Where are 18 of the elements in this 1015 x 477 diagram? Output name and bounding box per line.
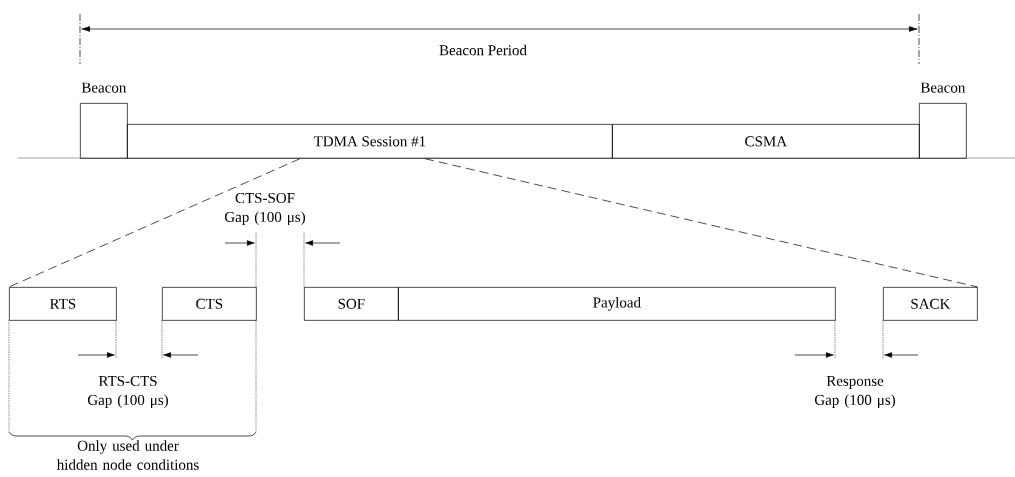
annotation-text: Beacon Period xyxy=(439,44,527,56)
node-label: Beacon xyxy=(920,82,966,93)
annotation-text: RTS-CTS Gap (100 μs) xyxy=(87,375,168,409)
annotation-text: Only used under hidden node conditions xyxy=(56,440,199,470)
frame-box: Payload xyxy=(398,287,836,321)
frame-box: TDMA Session #1 xyxy=(127,124,613,159)
frame-box: CSMA xyxy=(612,124,920,159)
frame-box: RTS xyxy=(9,287,117,321)
beacon-slot: Beacon xyxy=(919,82,967,159)
zoom-line xyxy=(8,158,301,288)
frame-box: CTS xyxy=(162,287,257,321)
beacon-slot: Beacon xyxy=(80,82,128,159)
node-label: Beacon xyxy=(81,82,127,93)
frame-box: SOF xyxy=(304,287,399,321)
annotation-text: CTS-SOF Gap (100 μs) xyxy=(224,192,305,226)
annotation-text: Response Gap (100 μs) xyxy=(814,376,895,408)
zoom-line xyxy=(424,158,979,288)
frame-box: SACK xyxy=(883,287,978,321)
